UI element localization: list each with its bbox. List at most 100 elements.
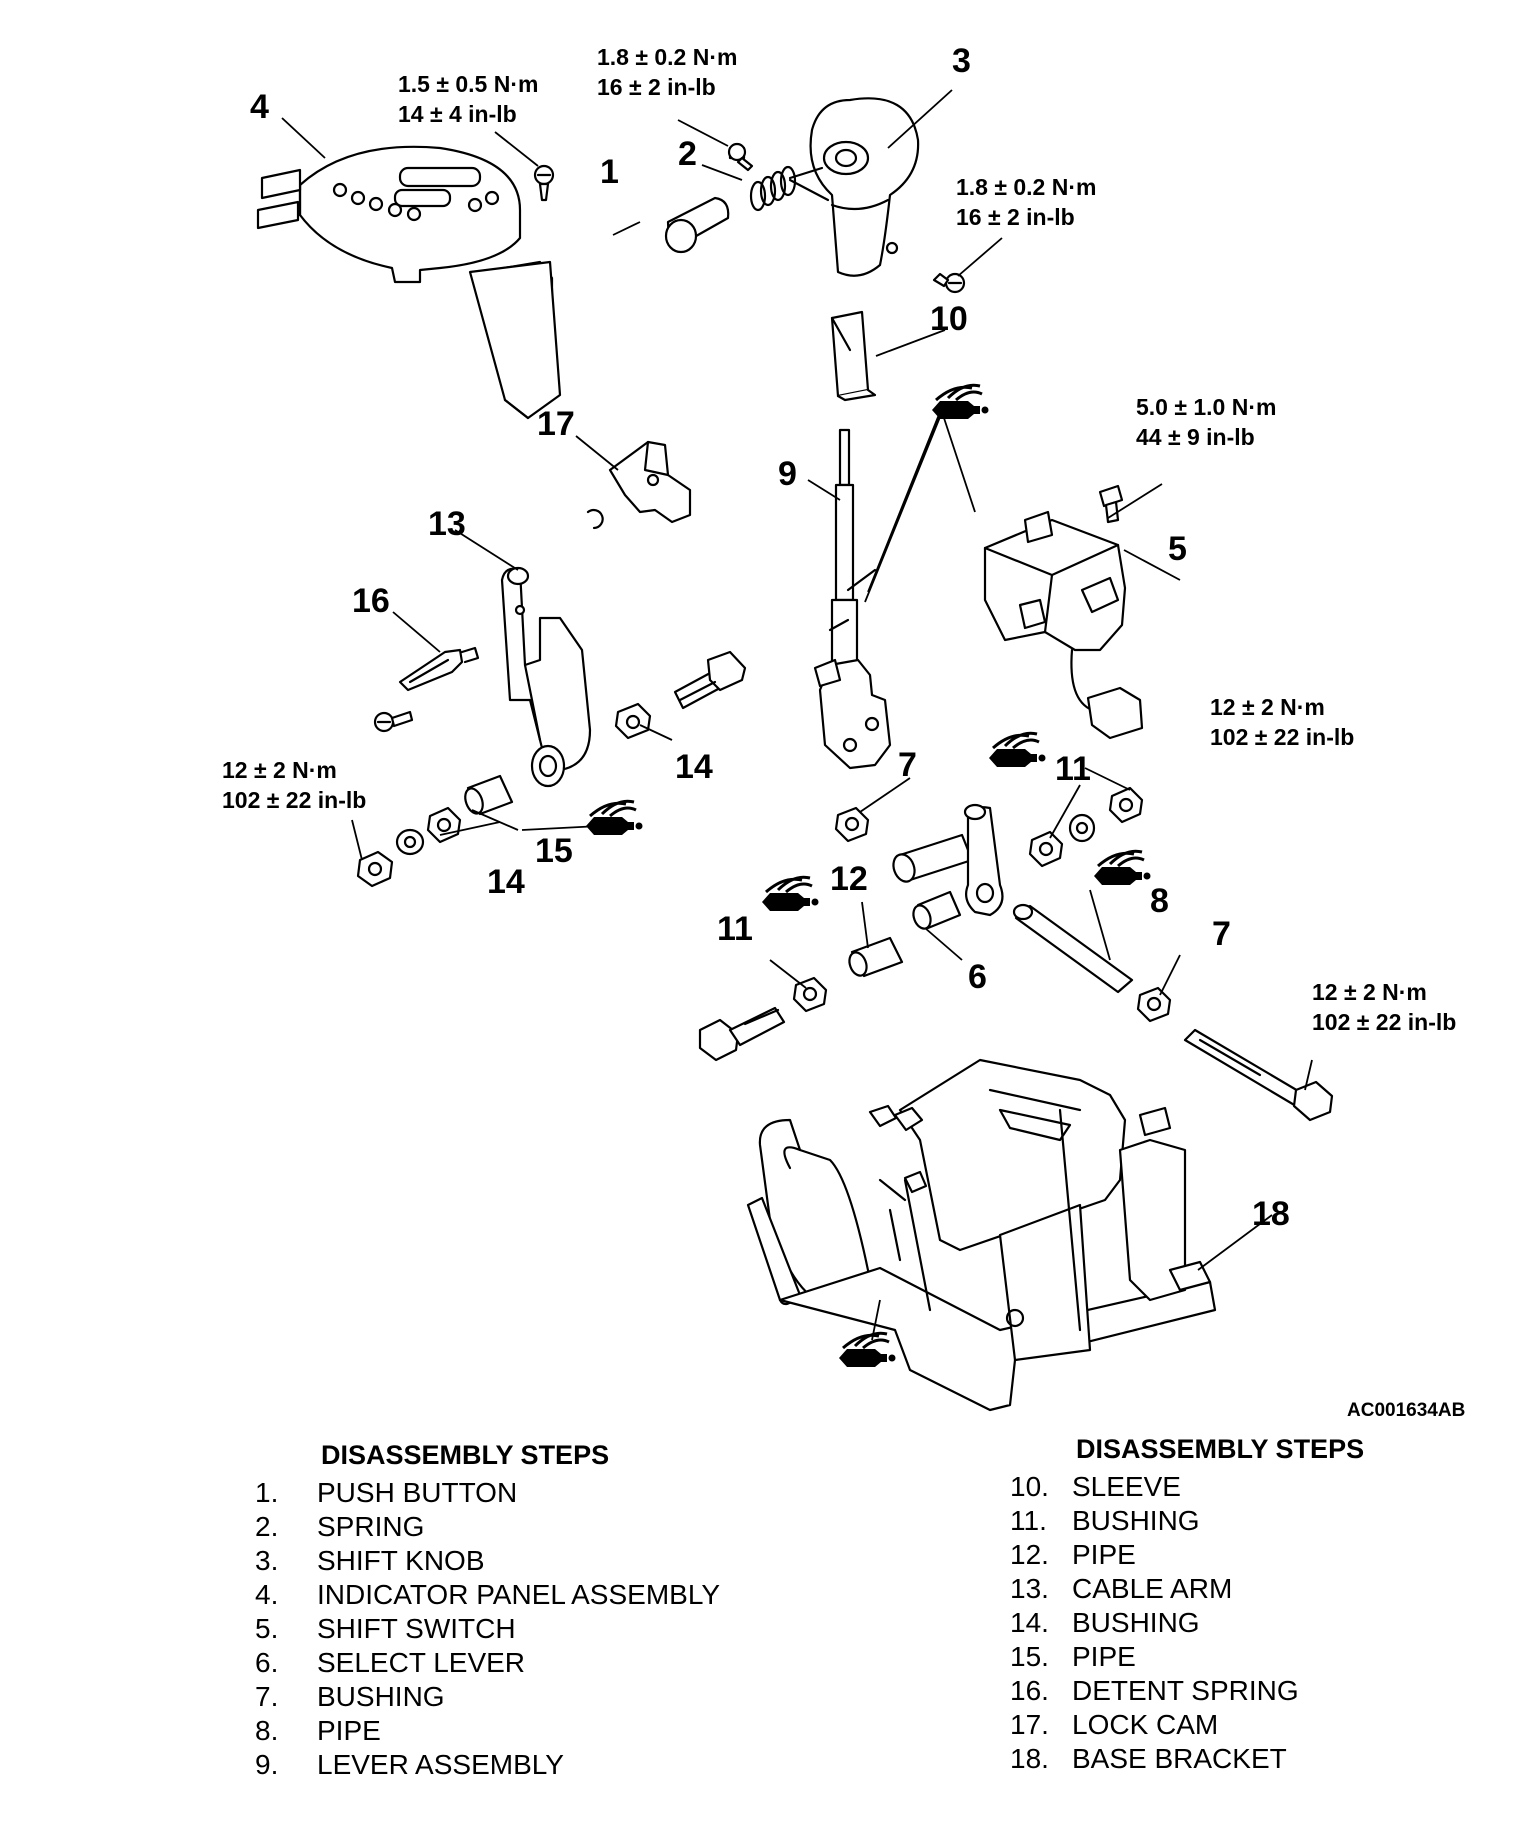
step-number: 10. [1010,1471,1049,1502]
bolt [698,1006,786,1062]
step-number: 18. [1010,1743,1049,1774]
step-label: PIPE [1072,1539,1136,1570]
torque-line: 12 ± 2 N·m [222,757,337,783]
step-item: 2.SPRING [255,1510,720,1544]
torque-line: 1.8 ± 0.2 N·m [956,174,1096,200]
callout-11: 11 [1055,750,1091,788]
step-label: CABLE ARM [1072,1573,1233,1604]
grease-symbol [1092,849,1152,887]
step-label: BUSHING [317,1681,445,1712]
step-label: SHIFT SWITCH [317,1613,516,1644]
bushing [1028,830,1064,868]
grease-symbol [584,799,644,837]
callout-3: 3 [952,42,971,80]
step-number: 1. [255,1477,279,1508]
step-label: INDICATOR PANEL ASSEMBLY [317,1579,721,1610]
screw-spring [727,142,754,172]
step-number: 15. [1010,1641,1049,1672]
pipe [848,936,904,978]
torque-line: 102 ± 22 in-lb [1210,724,1354,750]
step-number: 13. [1010,1573,1049,1604]
bolt [1183,1028,1334,1122]
step-number: 14. [1010,1607,1049,1638]
torque-line: 12 ± 2 N·m [1312,979,1427,1005]
washer [395,828,425,856]
callout-1: 1 [600,153,619,191]
screw-detent [373,710,414,733]
grease-symbol [760,875,820,913]
sleeve [830,310,877,402]
callout-11b: 11 [717,910,753,948]
step-item: 10.SLEEVE [1010,1470,1364,1504]
torque-line: 16 ± 2 in-lb [956,204,1075,230]
step-number: 4. [255,1579,279,1610]
step-label: DETENT SPRING [1072,1675,1299,1706]
callout-12: 12 [830,860,868,898]
callout-16: 16 [352,582,390,620]
shift-switch [983,510,1144,740]
step-item: 7. BUSHING [255,1680,720,1714]
cable-arm [500,566,592,788]
steps-heading: DISASSEMBLY STEPS [321,1440,610,1470]
callout-6: 6 [968,958,987,996]
disassembly-steps-right: DISASSEMBLY STEPS 10.SLEEVE 11. BUSHING 1… [1010,1432,1364,1776]
callout-10: 10 [930,300,968,338]
callout-14b: 14 [487,863,525,901]
step-label: SPRING [317,1511,425,1542]
detent-spring [398,646,480,692]
step-number: 12. [1010,1539,1049,1570]
bushing [426,806,462,844]
shift-knob [788,97,920,277]
washer [1068,813,1096,843]
step-number: 8. [255,1715,279,1746]
step-item: 12. PIPE [1010,1538,1364,1572]
callout-14: 14 [675,748,713,786]
step-item: 5. SHIFT SWITCH [255,1612,720,1646]
bushing [834,806,870,843]
torque-line: 44 ± 9 in-lb [1136,424,1255,450]
step-number: 5. [255,1613,279,1644]
step-number: 7. [255,1681,279,1712]
step-item: 3.SHIFT KNOB [255,1544,720,1578]
steps-heading: DISASSEMBLY STEPS [1076,1434,1365,1464]
step-item: 11. BUSHING [1010,1504,1364,1538]
torque-line: 1.5 ± 0.5 N·m [398,71,538,97]
callout-9: 9 [778,455,797,493]
bushing [614,702,652,740]
step-number: 17. [1010,1709,1049,1740]
pipe [464,774,514,816]
step-number: 9. [255,1749,279,1780]
torque-specs: 1.5 ± 0.5 N·m 14 ± 4 in-lb 1.8 ± 0.2 N·m… [222,44,1456,1035]
screw-knob [932,272,966,294]
disassembly-steps-left: DISASSEMBLY STEPS 1. PUSH BUTTON 2.SPRING… [255,1438,720,1782]
exploded-diagram: 1 2 3 4 5 6 7 7 8 9 10 11 11 12 13 14 14… [222,42,1465,1420]
step-item: 14. BUSHING [1010,1606,1364,1640]
callout-15: 15 [535,832,573,870]
step-item: 9. LEVER ASSEMBLY [255,1748,720,1782]
torque-line: 16 ± 2 in-lb [597,74,716,100]
callout-2: 2 [678,135,697,173]
bushing [792,976,828,1013]
torque-line: 14 ± 4 in-lb [398,101,517,127]
step-item: 16. DETENT SPRING [1010,1674,1364,1708]
step-item: 17.LOCK CAM [1010,1708,1364,1742]
callout-17: 17 [537,405,575,443]
step-label: PIPE [1072,1641,1136,1672]
screw-indicator [533,164,555,202]
step-number: 11. [1010,1505,1047,1536]
step-item: 1. PUSH BUTTON [255,1476,720,1510]
step-label: BASE BRACKET [1072,1743,1287,1774]
torque-line: 102 ± 22 in-lb [1312,1009,1456,1035]
step-item: 13. CABLE ARM [1010,1572,1364,1606]
step-item: 6.SELECT LEVER [255,1646,720,1680]
callout-4: 4 [250,88,269,126]
step-label: PIPE [317,1715,381,1746]
step-label: PUSH BUTTON [317,1477,518,1508]
step-label: LEVER ASSEMBLY [317,1749,564,1780]
step-label: BUSHING [1072,1607,1200,1638]
indicator-panel-assembly [256,145,562,420]
step-label: BUSHING [1072,1505,1200,1536]
callout-7: 7 [898,746,917,784]
step-number: 16. [1010,1675,1049,1706]
base-bracket [746,1058,1217,1412]
